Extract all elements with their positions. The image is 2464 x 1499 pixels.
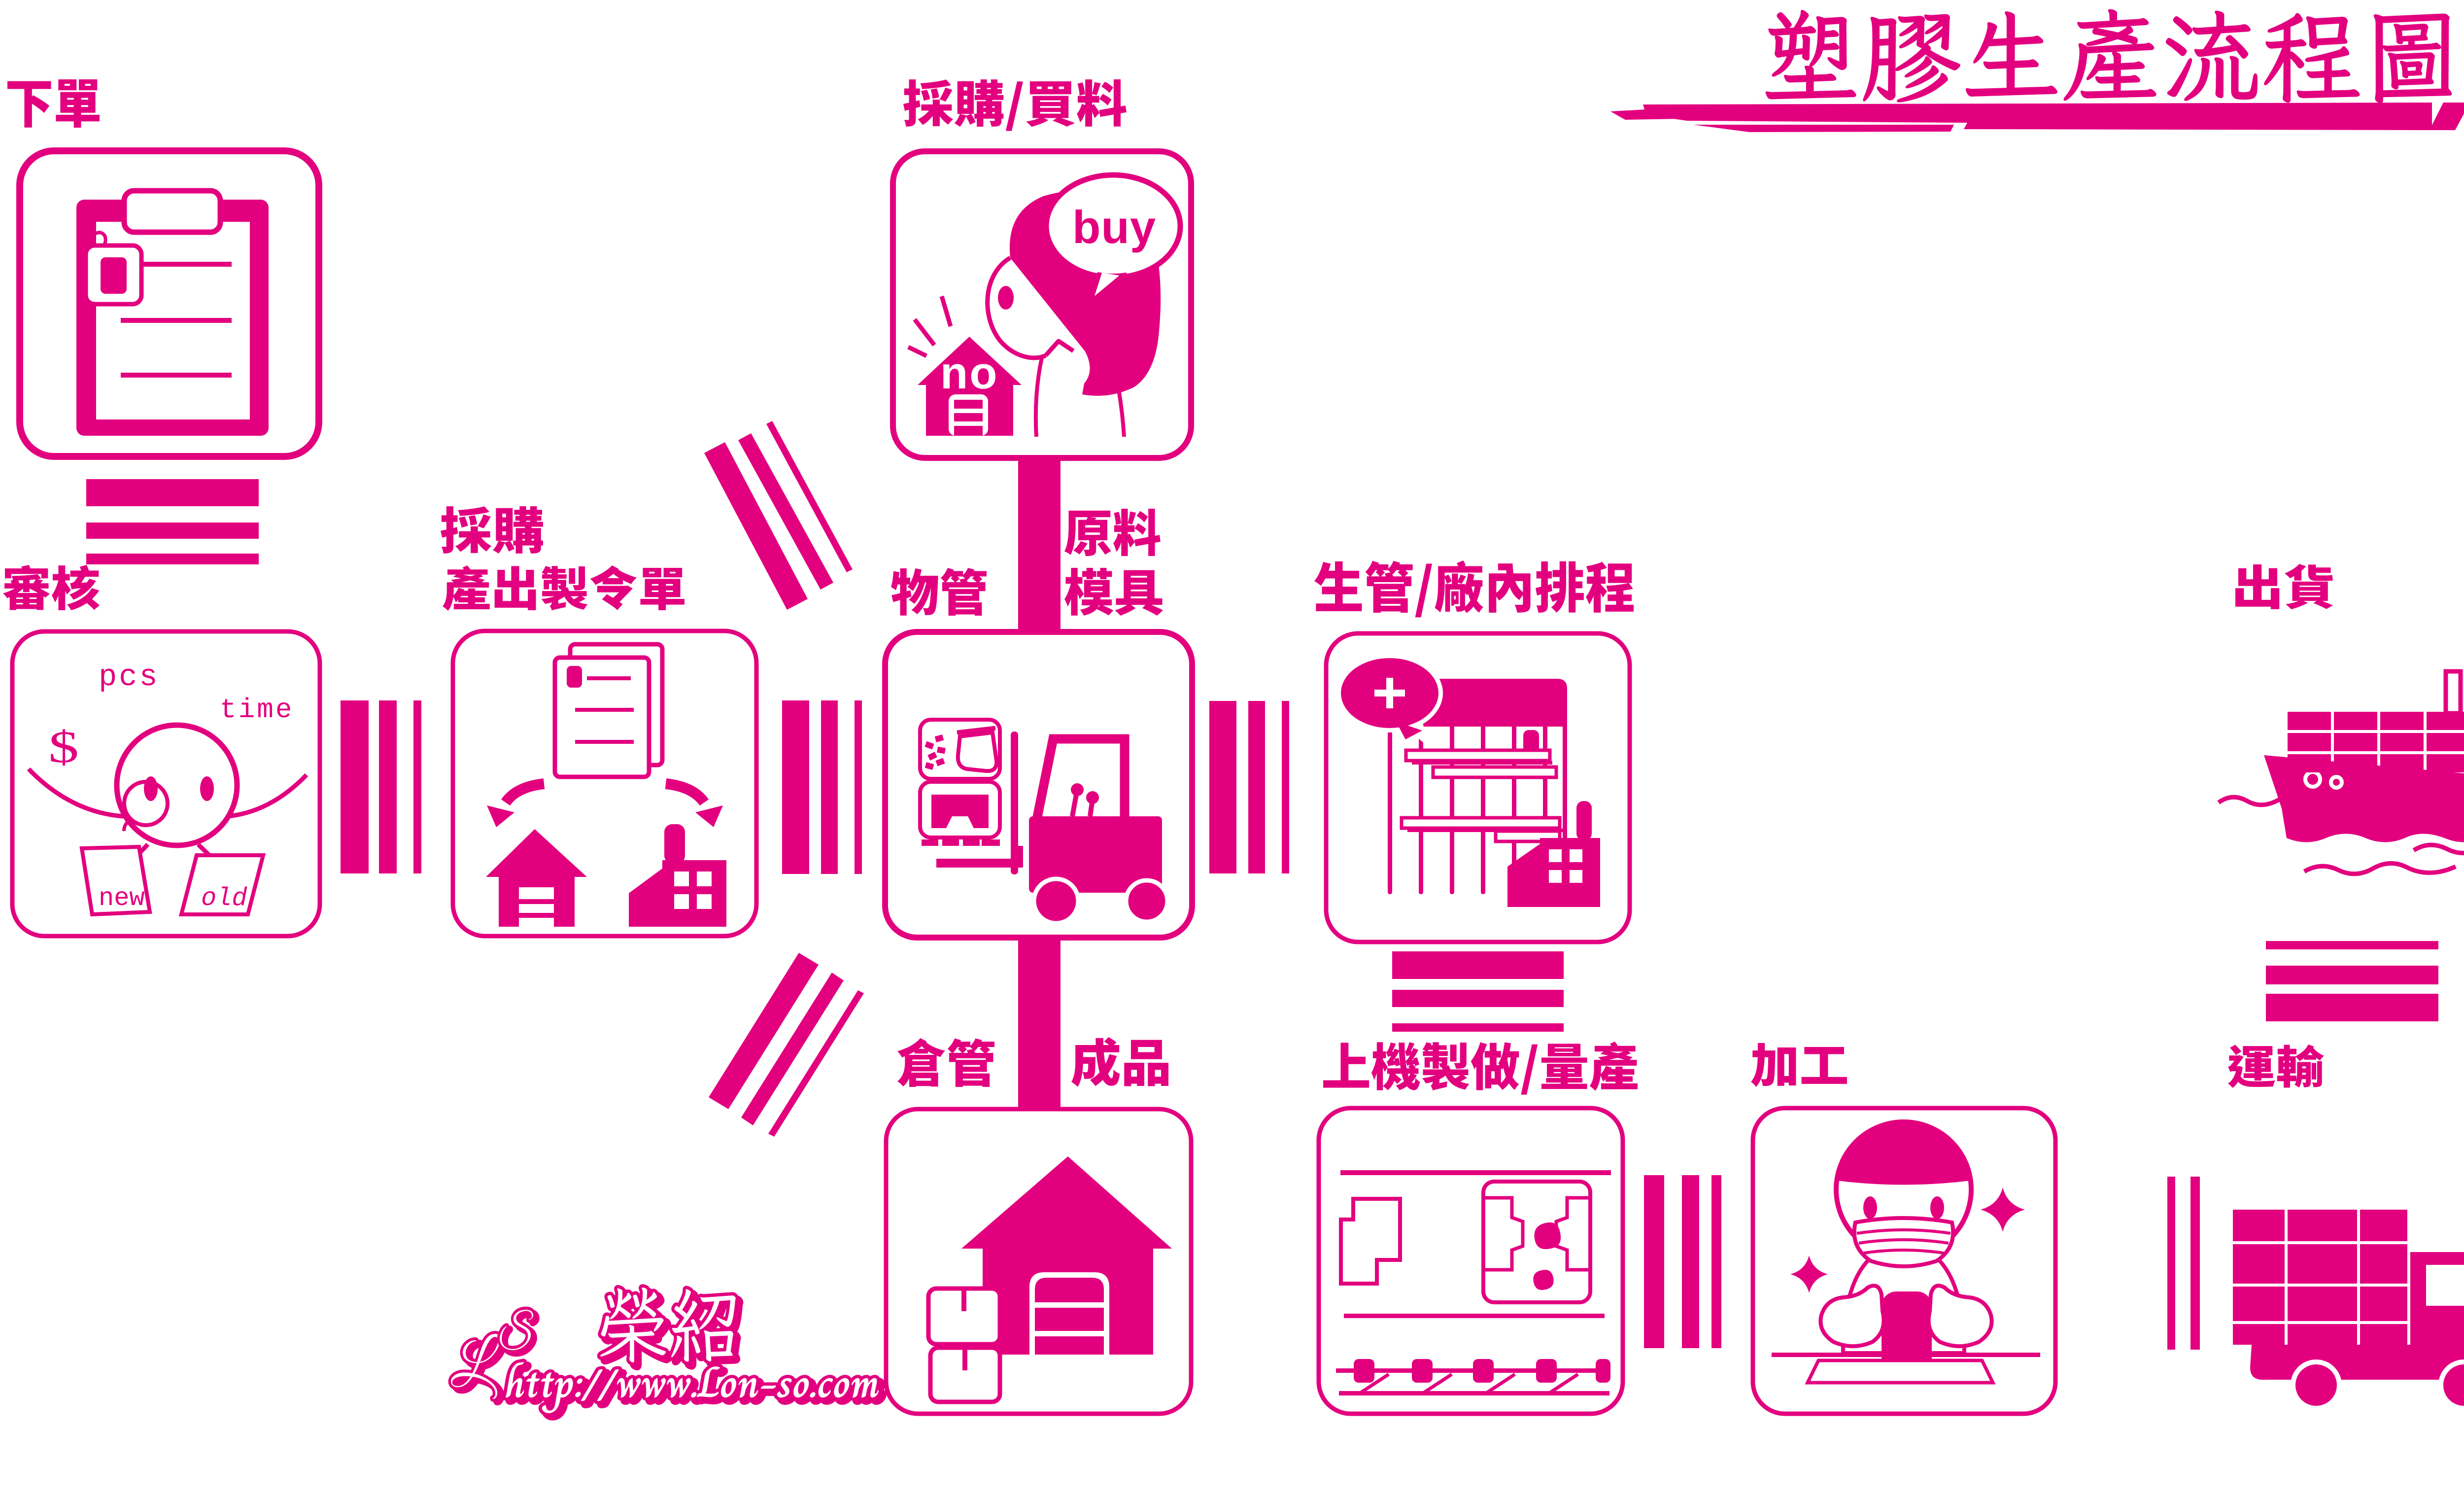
svg-text:buy: buy xyxy=(1072,201,1156,253)
svg-text:no: no xyxy=(940,348,998,398)
svg-text:time: time xyxy=(220,694,294,726)
svg-text:new: new xyxy=(99,884,145,913)
svg-text:$: $ xyxy=(48,722,79,772)
svg-text:pcs: pcs xyxy=(99,660,160,695)
svg-text:old: old xyxy=(201,884,247,913)
